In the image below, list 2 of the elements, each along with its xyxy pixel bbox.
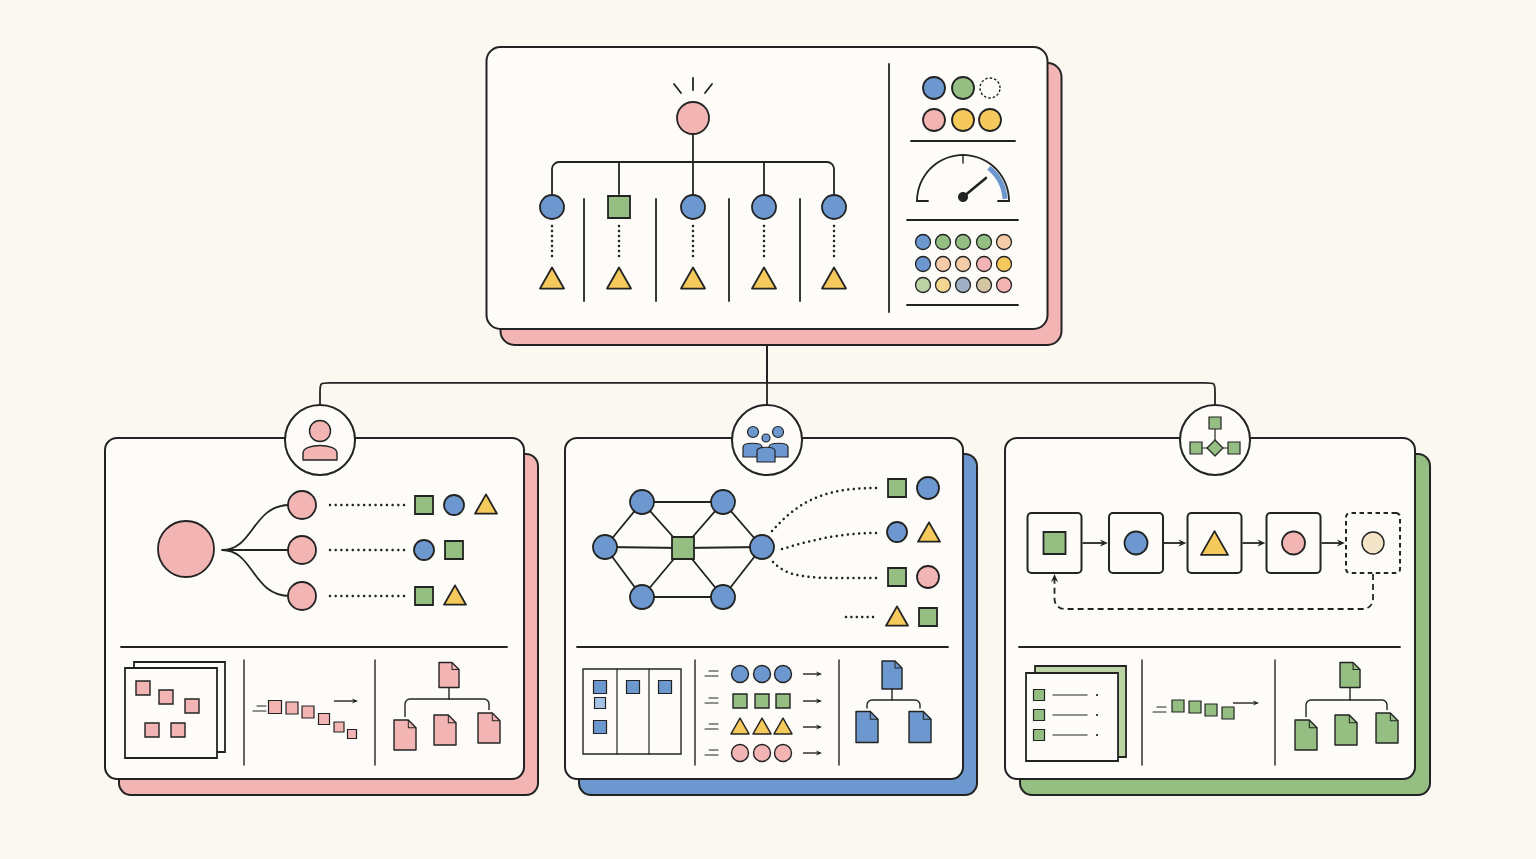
connector-line — [766, 345, 1216, 405]
dashed-arrow — [1050, 573, 1374, 610]
